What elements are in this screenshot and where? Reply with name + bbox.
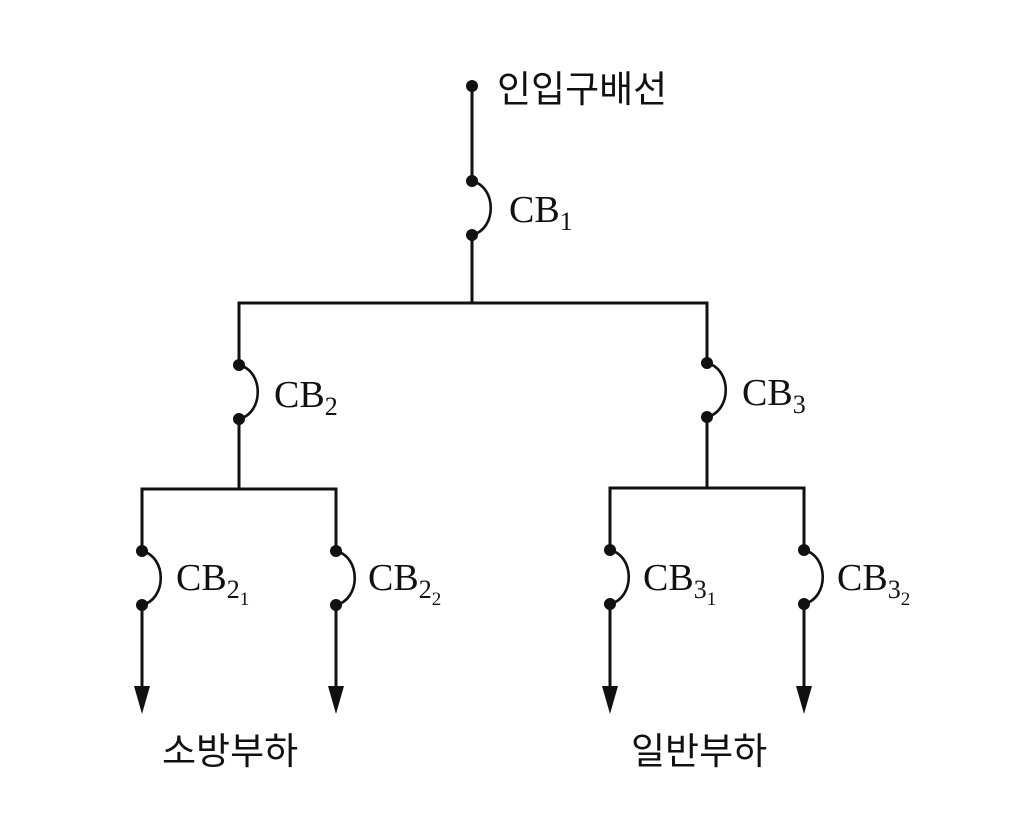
breaker-cb1 bbox=[466, 175, 493, 241]
cb32-arc bbox=[803, 548, 825, 606]
breaker-cb32 bbox=[798, 544, 825, 610]
cb22-label: CB22 bbox=[368, 557, 441, 610]
general-branch bbox=[608, 301, 806, 690]
cb1-label: CB1 bbox=[509, 189, 573, 236]
arrow-down-icon bbox=[134, 686, 150, 714]
breaker-cb3 bbox=[701, 357, 728, 423]
cb21-label: CB21 bbox=[176, 557, 249, 610]
cb2-label: CB2 bbox=[274, 374, 338, 421]
source-terminal bbox=[466, 80, 478, 92]
cb31-arc bbox=[609, 548, 631, 606]
breaker-cb2 bbox=[233, 359, 260, 425]
cb2-arc bbox=[238, 363, 260, 421]
cb31-label: CB31 bbox=[643, 557, 716, 610]
arrow-down-icon bbox=[602, 686, 618, 714]
breaker-cb31 bbox=[604, 544, 631, 610]
cb32-label: CB32 bbox=[837, 557, 910, 610]
main-feeder bbox=[466, 80, 478, 305]
general-load-label: 일반부하 bbox=[631, 730, 767, 773]
cb1-arc bbox=[471, 179, 493, 237]
fire-branch bbox=[140, 301, 338, 690]
cb21-arc bbox=[141, 549, 163, 607]
breaker-cb22 bbox=[330, 545, 357, 611]
arrow-down-icon bbox=[796, 686, 812, 714]
cb3-arc bbox=[706, 361, 728, 419]
cb3-label: CB3 bbox=[742, 372, 806, 419]
fire-load-label: 소방부하 bbox=[162, 730, 298, 773]
source-label: 인입구배선 bbox=[497, 68, 667, 111]
arrow-down-icon bbox=[328, 686, 344, 714]
cb22-arc bbox=[335, 549, 357, 607]
breaker-cb21 bbox=[136, 545, 163, 611]
